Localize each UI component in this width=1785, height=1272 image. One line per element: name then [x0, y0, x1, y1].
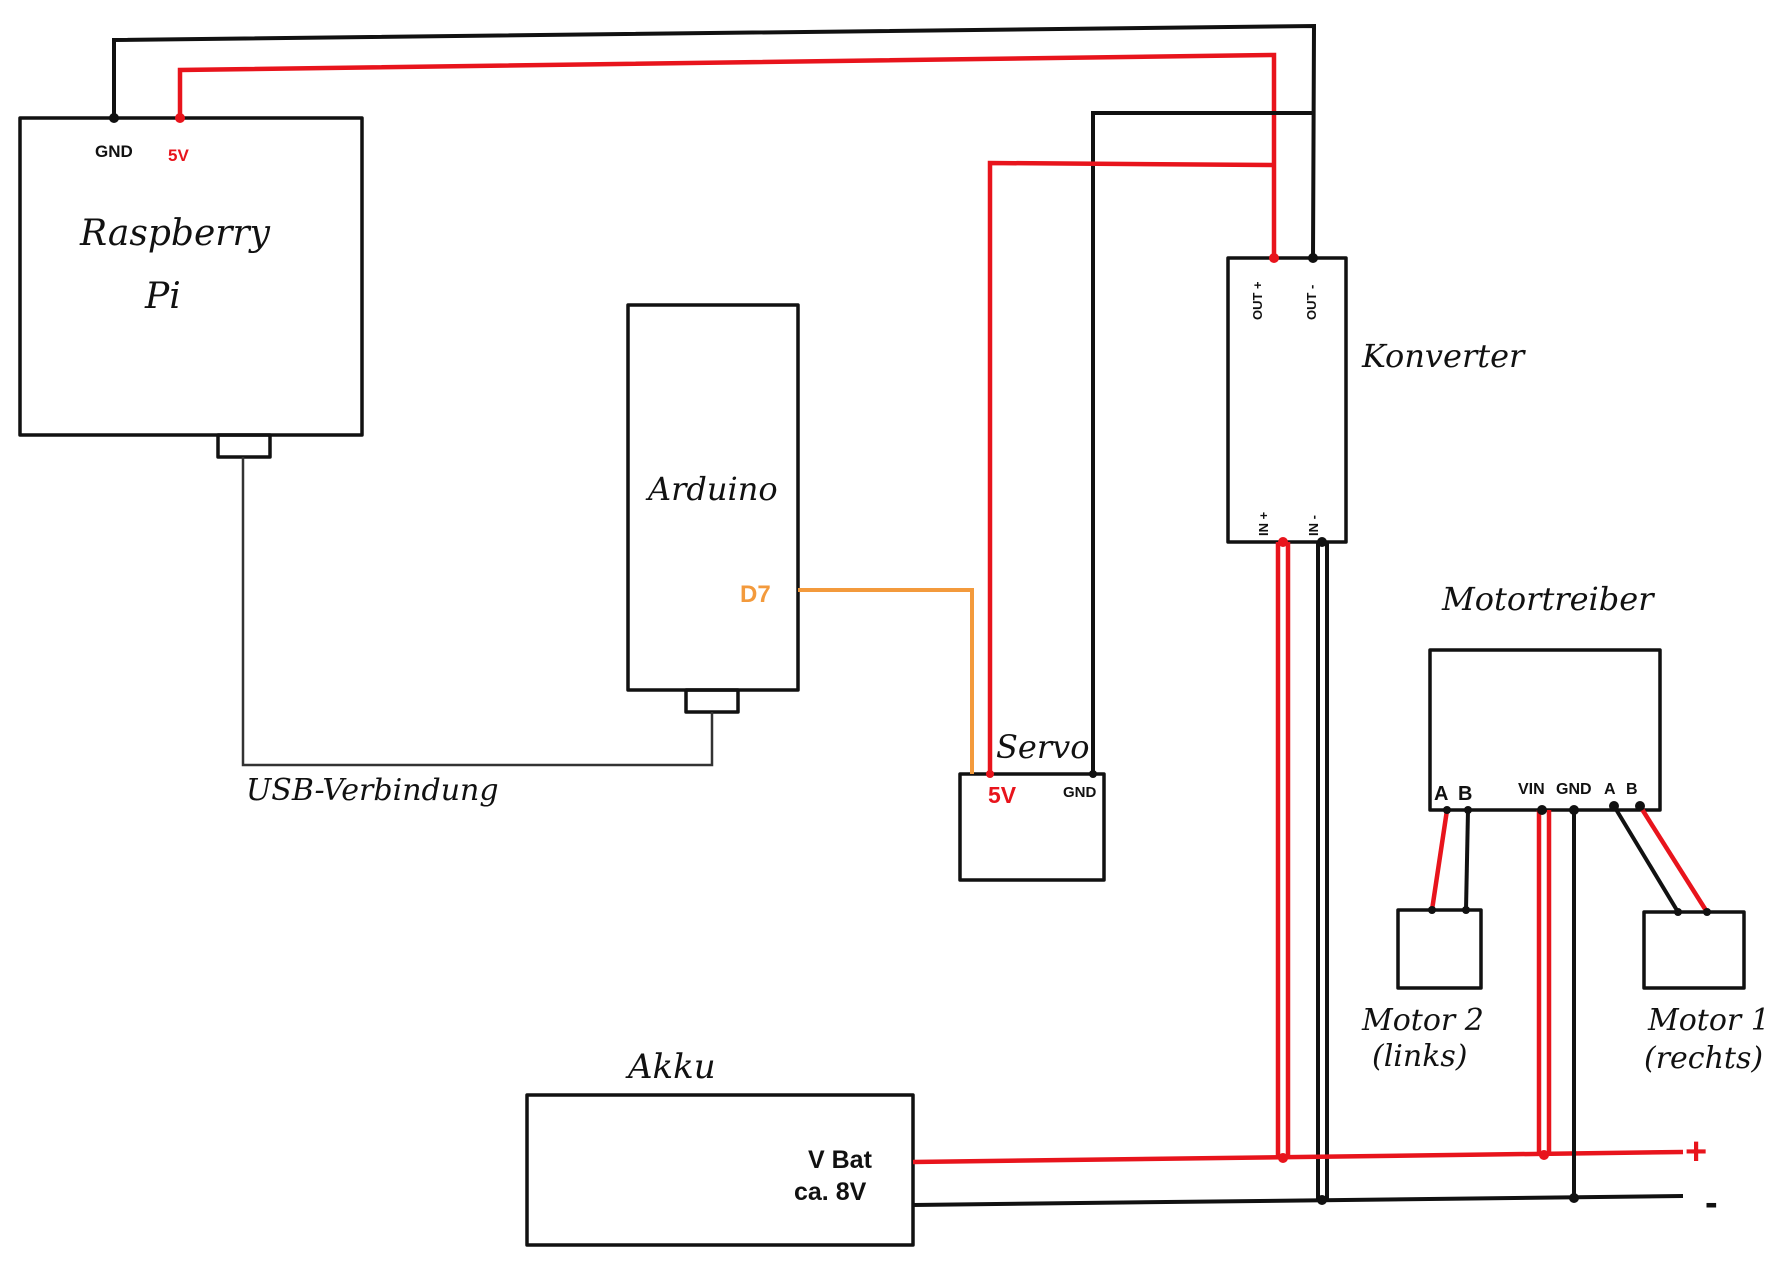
plus-rail-sign: + [1685, 1131, 1707, 1173]
raspberry-5v-junction [175, 113, 185, 123]
konverter-out-plus-label: OUT + [1250, 281, 1265, 320]
akku-box [525, 1093, 915, 1247]
konverter-in-plus-label: IN + [1256, 511, 1271, 536]
konverter-in-plus-junction [1278, 537, 1288, 547]
arduino-d7-label: D7 [740, 581, 771, 608]
battery-minus-rail [912, 1194, 1684, 1207]
servo-gnd-junction [1089, 770, 1097, 778]
plus-rail-konverter-junction [1278, 1153, 1288, 1163]
servo-gnd-label: GND [1063, 784, 1097, 801]
servo-title: Servo [996, 728, 1090, 766]
motor1-terminal-b [1703, 908, 1711, 916]
servo-5v-label: 5V [988, 782, 1017, 808]
motortreiber-title: Motortreiber [1441, 580, 1655, 618]
raspberry-gnd-label: GND [95, 142, 133, 161]
motortreiber-b-left-junction [1464, 806, 1472, 814]
usb-label: USB-Verbindung [246, 773, 499, 808]
motor2-wire-a [1429, 809, 1450, 911]
raspberry-usb-port [216, 433, 272, 459]
battery-plus-rail [912, 1149, 1684, 1165]
servo-5v-junction [986, 770, 994, 778]
raspberry-gnd-junction [109, 113, 119, 123]
raspberry-gnd-wire [112, 23, 1317, 259]
plus-rail-motortreiber-junction [1539, 1150, 1549, 1160]
motortreiber-a-right-junction [1609, 801, 1619, 811]
motor2-terminal-b [1462, 906, 1470, 914]
motortreiber-gnd-junction [1569, 805, 1579, 815]
raspberry-title-line2: Pi [144, 276, 181, 317]
usb-cable [241, 457, 714, 767]
konverter-in-minus-label: IN - [1306, 515, 1321, 536]
raspberry-5v-wire [177, 52, 1277, 258]
arduino-d7-signal-wire [798, 588, 974, 774]
minus-rail-motortreiber-junction [1569, 1193, 1579, 1203]
servo-box [958, 772, 1106, 882]
raspberry-5v-label: 5V [168, 146, 189, 165]
motortreiber-b-right-junction [1635, 801, 1645, 811]
servo-5v-wire [987, 160, 1275, 774]
konverter-out-minus-label: OUT - [1304, 285, 1319, 320]
konverter-in-minus-junction [1317, 537, 1327, 547]
akku-voltage-label: ca. 8V [794, 1178, 867, 1206]
akku-title: Akku [625, 1047, 716, 1087]
motor2-wire-b [1464, 809, 1470, 911]
motortreiber-a-right-label: A [1604, 781, 1616, 798]
motortreiber-b-left-label: B [1458, 783, 1472, 805]
motortreiber-vin-label: VIN [1518, 781, 1545, 798]
motor1-title-line2: (rechts) [1644, 1041, 1763, 1076]
arduino-title: Arduino [645, 470, 778, 508]
motor2-title-line2: (links) [1372, 1039, 1468, 1074]
minus-rail-konverter-junction [1317, 1195, 1327, 1205]
motor1-wire-b [1638, 804, 1709, 914]
konverter-title: Konverter [1361, 337, 1526, 375]
arduino-usb-port [684, 688, 740, 714]
motortreiber-a-left-label: A [1434, 783, 1448, 805]
motortreiber-a-left-junction [1443, 806, 1451, 814]
motor1-box [1642, 910, 1746, 990]
konverter-out-plus-junction [1269, 253, 1279, 263]
konverter-out-minus-junction [1308, 253, 1318, 263]
motortreiber-gnd-label: GND [1556, 781, 1592, 798]
minus-rail-sign: - [1705, 1182, 1718, 1224]
motor2-terminal-a [1428, 906, 1436, 914]
motortreiber-vin-junction [1537, 805, 1547, 815]
raspberry-pi-box [18, 116, 364, 437]
motor1-title-line1: Motor 1 [1647, 1003, 1770, 1038]
servo-gnd-wire [1091, 111, 1314, 774]
raspberry-title-line1: Raspberry [79, 213, 271, 254]
motor2-box [1396, 908, 1483, 990]
konverter-box [1226, 256, 1348, 544]
motortreiber-b-right-label: B [1626, 781, 1638, 798]
motor1-terminal-a [1674, 908, 1682, 916]
motor2-title-line1: Motor 2 [1361, 1003, 1484, 1038]
motor1-wire-a [1612, 804, 1680, 914]
akku-vbat-label: V Bat [808, 1146, 873, 1174]
